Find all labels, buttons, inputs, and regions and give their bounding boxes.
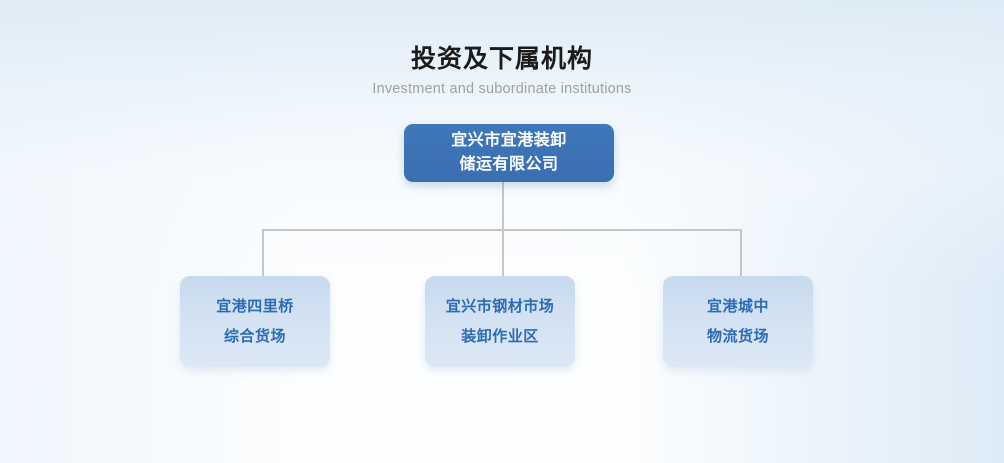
org-node-child-3-label: 宜港城中 物流货场 [707,292,769,352]
org-node-child-2-label: 宜兴市钢材市场 装卸作业区 [446,292,555,352]
org-node-child-3-line-2: 物流货场 [706,327,769,345]
org-node-child-1[interactable]: 宜港四里桥 综合货场 [180,276,330,367]
page-title: 投资及下属机构 [410,45,593,73]
org-node-child-1-line-2: 综合货场 [223,327,286,345]
org-node-child-3-line-1: 宜港城中 [706,297,769,315]
connector-drop-left [262,229,264,276]
org-node-child-2-line-1: 宜兴市钢材市场 [445,297,555,315]
org-node-child-1-label: 宜港四里桥 综合货场 [216,292,294,352]
org-node-child-1-line-1: 宜港四里桥 [216,297,294,315]
page-subtitle: Investment and subordinate institutions [372,81,632,97]
org-node-root[interactable]: 宜兴市宜港装卸 储运有限公司 [404,124,614,182]
org-node-root-label: 宜兴市宜港装卸 储运有限公司 [451,129,567,177]
org-node-child-2[interactable]: 宜兴市钢材市场 装卸作业区 [425,276,575,367]
connector-drop-center [502,229,504,276]
connector-trunk-vertical [502,182,504,231]
page-heading: 投资及下属机构 Investment and subordinate insti… [0,44,1004,99]
org-node-root-line-2: 储运有限公司 [459,156,559,173]
connector-drop-right [740,229,742,276]
org-node-root-line-1: 宜兴市宜港装卸 [451,132,567,149]
org-node-child-3[interactable]: 宜港城中 物流货场 [663,276,813,367]
org-node-child-2-line-2: 装卸作业区 [461,327,539,345]
